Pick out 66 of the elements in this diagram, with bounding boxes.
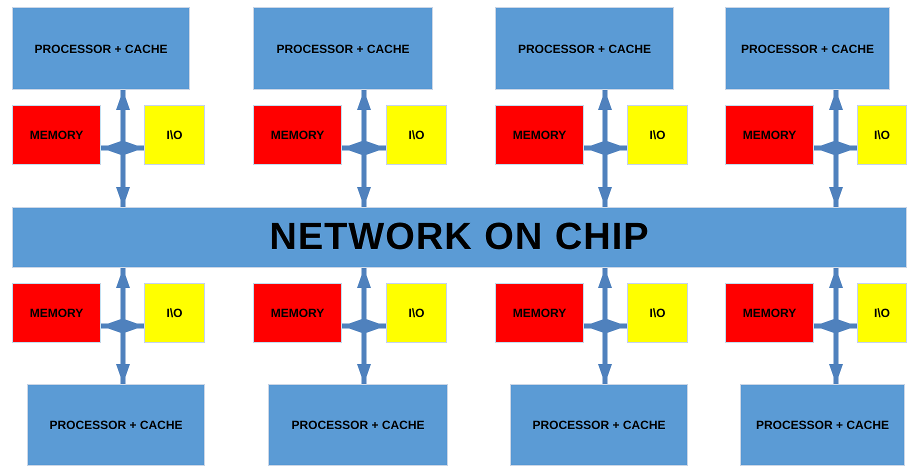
memory-box [495, 283, 584, 343]
memory-box [725, 283, 814, 343]
box-label: MEMORY [742, 306, 796, 320]
box-label: I\O [408, 128, 424, 142]
box-label: PROCESSOR + CACHE [276, 42, 410, 56]
box-label: MEMORY [30, 306, 84, 320]
io-box [386, 283, 447, 343]
box-label: PROCESSOR + CACHE [291, 418, 425, 432]
double-arrow [814, 319, 857, 333]
box-label: PROCESSOR + CACHE [49, 418, 183, 432]
processor-cache-box [510, 384, 688, 466]
double-arrow [357, 268, 371, 384]
box-label: PROCESSOR + CACHE [740, 42, 874, 56]
double-arrow [101, 141, 144, 155]
memory-box [725, 105, 814, 165]
box-label: PROCESSOR + CACHE [34, 42, 168, 56]
box-label: PROCESSOR + CACHE [518, 42, 652, 56]
double-arrow [116, 268, 130, 384]
processor-cache-box [740, 384, 905, 466]
network-bar [12, 207, 907, 268]
box-label: MEMORY [742, 128, 796, 142]
box-label: I\O [874, 306, 890, 320]
double-arrow [598, 268, 612, 384]
io-box [144, 105, 205, 165]
box-label: MEMORY [512, 128, 566, 142]
io-box [627, 283, 688, 343]
double-arrow [342, 319, 386, 333]
box-label: I\O [166, 306, 182, 320]
box-label: PROCESSOR + CACHE [756, 418, 890, 432]
processor-cache-box [27, 384, 205, 466]
double-arrow [829, 268, 843, 384]
processor-cache-box [12, 7, 190, 90]
double-arrow [598, 90, 612, 207]
box-label: I\O [166, 128, 182, 142]
io-box [857, 105, 907, 165]
io-box [857, 283, 907, 343]
io-box [386, 105, 447, 165]
box-label: MEMORY [30, 128, 84, 142]
io-box [627, 105, 688, 165]
double-arrow [101, 319, 144, 333]
box-label: I\O [408, 306, 424, 320]
double-arrow [829, 90, 843, 207]
memory-box [12, 283, 101, 343]
box-label: MEMORY [270, 306, 324, 320]
box-label: PROCESSOR + CACHE [532, 418, 666, 432]
memory-box [495, 105, 584, 165]
processor-cache-box [268, 384, 448, 466]
io-box [144, 283, 205, 343]
box-label: I\O [649, 128, 666, 142]
box-label: I\O [874, 128, 890, 142]
double-arrow [814, 141, 857, 155]
processor-cache-box [725, 7, 890, 90]
box-label: NETWORK ON CHIP [269, 216, 650, 259]
double-arrow [116, 90, 130, 207]
box-label: MEMORY [512, 306, 566, 320]
memory-box [253, 283, 342, 343]
double-arrow [584, 319, 627, 333]
processor-cache-box [253, 7, 433, 90]
box-label: MEMORY [270, 128, 324, 142]
memory-box [253, 105, 342, 165]
double-arrow [342, 141, 386, 155]
double-arrow [357, 90, 371, 207]
double-arrow [584, 141, 627, 155]
box-label: I\O [649, 306, 666, 320]
memory-box [12, 105, 101, 165]
processor-cache-box [495, 7, 674, 90]
